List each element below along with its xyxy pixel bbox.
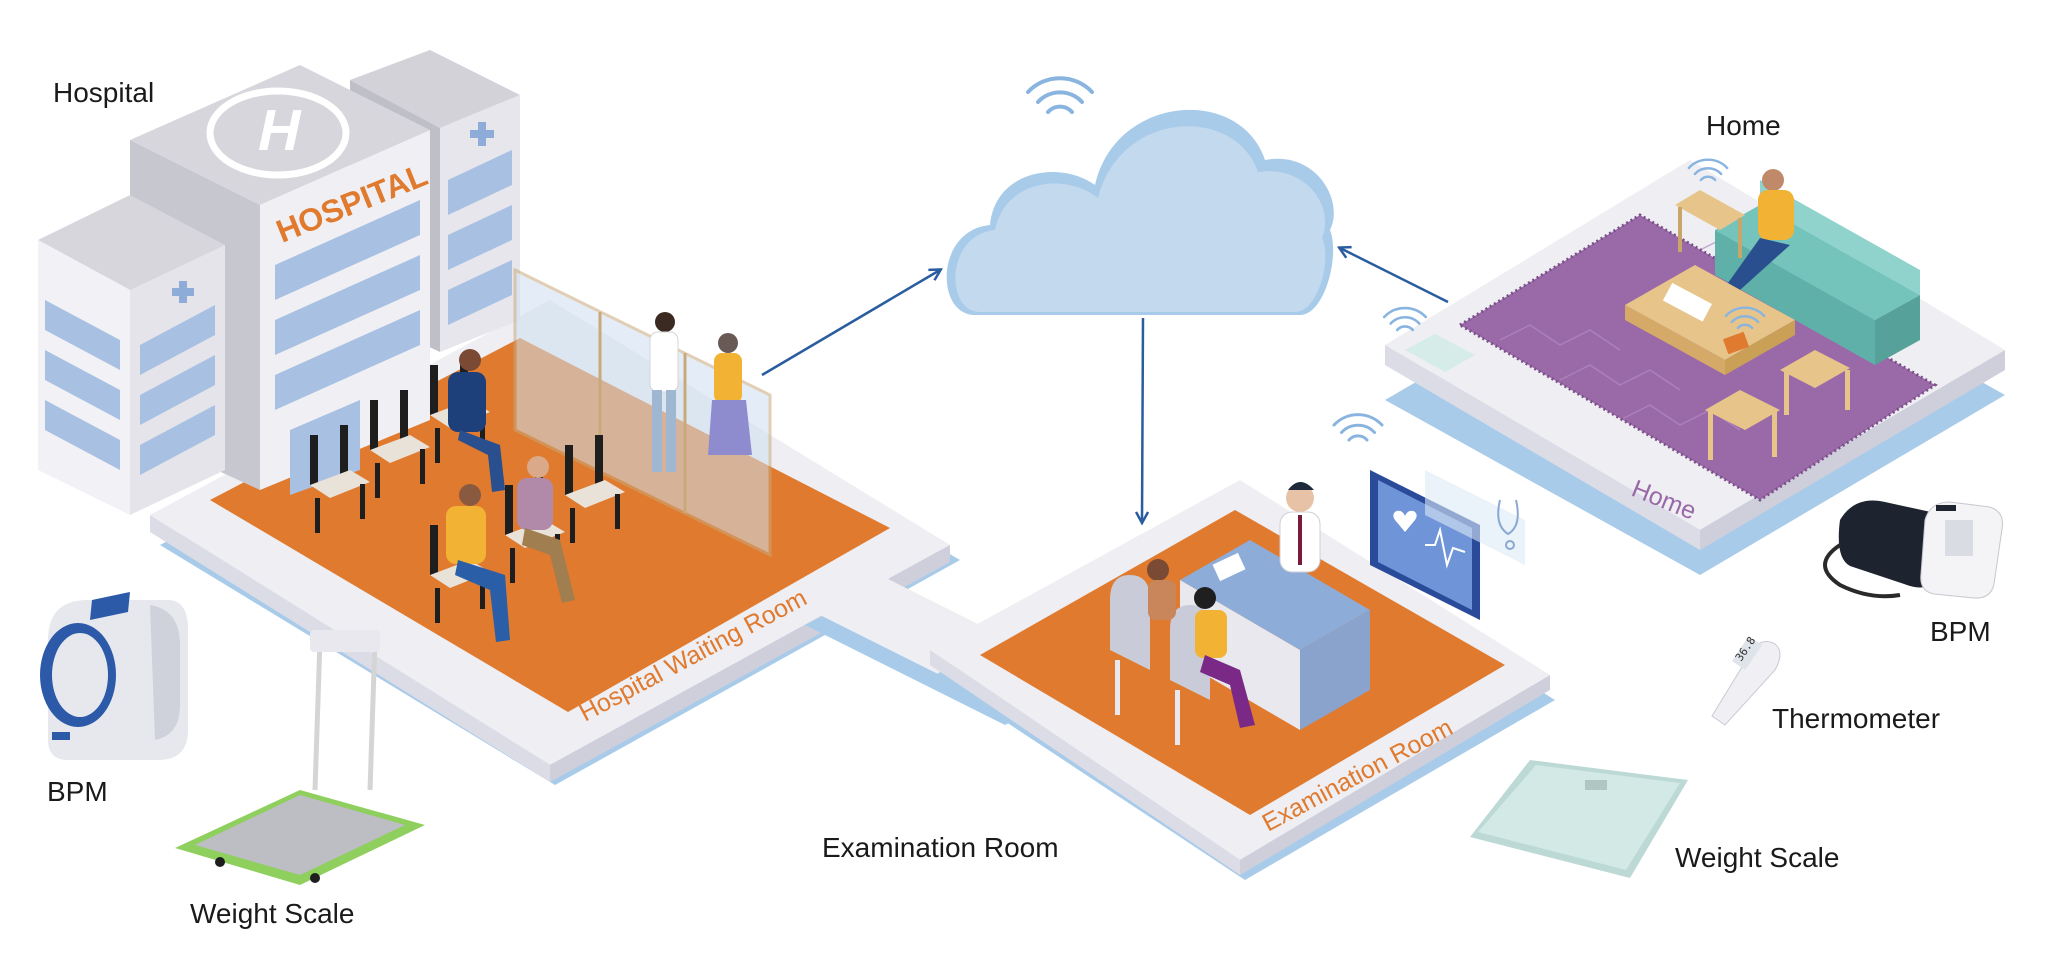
label-weight-scale-right: Weight Scale [1675,842,1840,873]
home-room [1405,169,1920,460]
label-hospital: Hospital [53,77,155,108]
bpm-device-home [1823,500,2003,599]
exam-room [1110,470,1525,745]
tablet-monitor [1370,470,1525,620]
wifi-icon [1687,158,1729,182]
thermometer-device: 36.8 [1711,634,1781,726]
label-weight-scale-left: Weight Scale [190,898,355,929]
wifi-icon [1382,306,1428,332]
wifi-icon [1332,413,1384,442]
weight-scale-device-home [1470,760,1688,878]
hospital-building: H HOSPITAL [38,50,520,515]
label-examination-room: Examination Room [822,832,1059,863]
arrow-hospital-to-cloud [761,270,940,377]
waiting-room [310,267,772,642]
cloud-icon [946,109,1334,315]
wifi-icon [1724,306,1766,330]
person-yellow [446,484,510,642]
bpm-device [40,592,188,760]
arrow-home-to-cloud [1340,248,1449,304]
wifi-icon [1026,76,1094,114]
arrow-cloud-to-exam [1142,317,1143,522]
standing-people [649,312,752,472]
weight-scale-device [175,630,425,885]
label-thermometer: Thermometer [1772,703,1941,734]
label-bpm-left: BPM [47,776,108,807]
data-flow-arrows [761,248,1449,522]
person-navy [448,349,505,492]
person-mauve [517,456,575,603]
label-home: Home [1706,110,1781,141]
label-bpm-right: BPM [1930,616,1991,647]
